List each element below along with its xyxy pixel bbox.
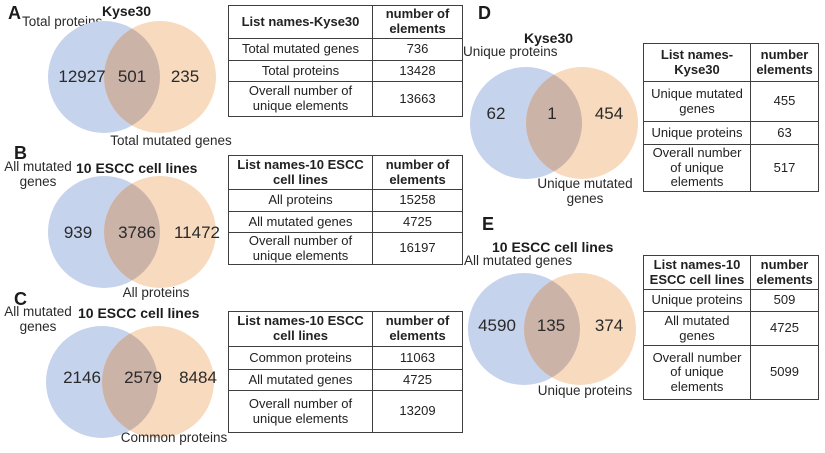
venn-b-right-value: 11472 xyxy=(173,223,221,242)
table-e-row2-name: Overall number of unique elements xyxy=(643,345,751,400)
panel-c-left-label: All mutated genes xyxy=(4,304,72,334)
venn-c-left-value: 2146 xyxy=(63,368,101,387)
venn-d-overlap xyxy=(526,67,582,179)
venn-e-overlap xyxy=(524,273,580,385)
table-c-row0-value: 11063 xyxy=(372,346,463,370)
table-c-row0-name: Common proteins xyxy=(228,346,373,370)
table-a-row1-name: Total proteins xyxy=(228,60,373,82)
table-b-row2-value: 16197 xyxy=(372,231,463,266)
panel-b-letter: B xyxy=(14,143,27,163)
venn-e-left-value: 4590 xyxy=(478,316,516,335)
venn-d-left-value: 62 xyxy=(486,104,506,123)
panel-a-left-label: Total proteins xyxy=(22,14,103,29)
venn-c-right-value: 8484 xyxy=(179,368,217,387)
table-c-row1-name: All mutated genes xyxy=(228,369,373,391)
table-b-row0-name: All proteins xyxy=(228,189,373,212)
panel-e-right-label: Unique proteins xyxy=(537,383,633,398)
table-c-header-names: List names-10 ESCC cell lines xyxy=(228,311,373,347)
venn-diagram-c xyxy=(46,326,214,438)
panel-d-letter: D xyxy=(478,3,491,23)
table-b-header-names: List names-10 ESCC cell lines xyxy=(228,155,373,190)
table-c-header-count: number of elements xyxy=(372,311,463,347)
table-c-row2-name: Overall number of unique elements xyxy=(228,390,373,433)
venn-b-left-value: 939 xyxy=(63,223,93,242)
table-d-header-count: number elements xyxy=(750,43,819,82)
table-d-row2-value: 517 xyxy=(750,144,819,192)
table-a-row0-name: Total mutated genes xyxy=(228,38,373,61)
table-a-header-count: number of elements xyxy=(372,5,463,39)
table-e-row1-name: All mutated genes xyxy=(643,311,751,346)
panel-d-right-label: Unique mutated genes xyxy=(537,176,633,206)
table-b-header-count: number of elements xyxy=(372,155,463,190)
venn-a-left-value: 12927 xyxy=(58,67,106,86)
panel-e-left-label: All mutated genes xyxy=(464,253,573,268)
table-e-header-count: number elements xyxy=(750,255,819,290)
table-d-row1-value: 63 xyxy=(750,121,819,145)
table-e-row2-value: 5099 xyxy=(750,345,819,400)
panel-e-letter: E xyxy=(482,214,495,234)
table-b: List names-10 ESCC cell lines number of … xyxy=(228,155,463,266)
panel-b-left-label: All mutated genes xyxy=(4,159,72,189)
venn-diagram-b xyxy=(48,176,216,288)
table-b-row1-name: All mutated genes xyxy=(228,211,373,233)
venn-b-overlap xyxy=(104,176,160,288)
table-a: List names-Kyse30 number of elements Tot… xyxy=(228,5,463,117)
venn-e-right-value: 374 xyxy=(594,316,624,335)
table-b-row2-name: Overall number of unique elements xyxy=(228,231,373,266)
table-d-row0-value: 455 xyxy=(750,81,819,122)
panel-d-title: Kyse30 xyxy=(524,30,574,46)
table-c-row1-value: 4725 xyxy=(372,369,463,391)
table-d: List names-Kyse30 number elements Unique… xyxy=(643,43,819,192)
venn-c-overlap-value: 2579 xyxy=(124,368,162,387)
table-c: List names-10 ESCC cell lines number of … xyxy=(228,311,463,433)
table-b-row1-value: 4725 xyxy=(372,211,463,233)
table-a-row2-name: Overall number of unique elements xyxy=(228,81,373,117)
panel-c-right-label: Common proteins xyxy=(120,430,228,445)
panel-d-left-label: Unique proteins xyxy=(463,44,558,59)
panel-e-title: 10 ESCC cell lines xyxy=(492,239,614,255)
table-a-row2-value: 13663 xyxy=(372,81,463,117)
venn-diagram-e xyxy=(468,273,636,385)
table-e: List names-10 ESCC cell lines number ele… xyxy=(643,255,819,400)
table-d-header-names: List names-Kyse30 xyxy=(643,43,751,82)
table-a-row0-value: 736 xyxy=(372,38,463,61)
panel-b-title: 10 ESCC cell lines xyxy=(76,160,198,176)
table-a-header-names: List names-Kyse30 xyxy=(228,5,373,39)
table-e-row0-value: 509 xyxy=(750,289,819,312)
venn-a-overlap-value: 501 xyxy=(117,67,147,86)
table-d-row0-name: Unique mutated genes xyxy=(643,81,751,122)
table-e-header-names: List names-10 ESCC cell lines xyxy=(643,255,751,290)
venn-d-right-value: 454 xyxy=(594,104,624,123)
table-d-row2-name: Overall number of unique elements xyxy=(643,144,751,192)
panel-c-letter: C xyxy=(14,289,27,309)
venn-b-overlap-value: 3786 xyxy=(118,223,156,242)
table-c-row2-value: 13209 xyxy=(372,390,463,433)
venn-d-overlap-value: 1 xyxy=(547,104,557,123)
panel-a-letter: A xyxy=(8,3,21,23)
table-b-row0-value: 15258 xyxy=(372,189,463,212)
venn-c-overlap xyxy=(102,326,158,438)
panel-a-right-label: Total mutated genes xyxy=(110,133,232,148)
venn-a-overlap xyxy=(104,21,160,133)
table-d-row1-name: Unique proteins xyxy=(643,121,751,145)
panel-b-right-label: All proteins xyxy=(122,285,190,300)
table-e-row0-name: Unique proteins xyxy=(643,289,751,312)
venn-diagram-a xyxy=(48,21,216,133)
table-e-row1-value: 4725 xyxy=(750,311,819,346)
panel-a-title: Kyse30 xyxy=(102,3,152,19)
table-a-row1-value: 13428 xyxy=(372,60,463,82)
venn-diagram-d xyxy=(470,67,638,179)
panel-c-title: 10 ESCC cell lines xyxy=(78,305,200,321)
venn-a-right-value: 235 xyxy=(170,67,200,86)
venn-e-overlap-value: 135 xyxy=(536,316,566,335)
